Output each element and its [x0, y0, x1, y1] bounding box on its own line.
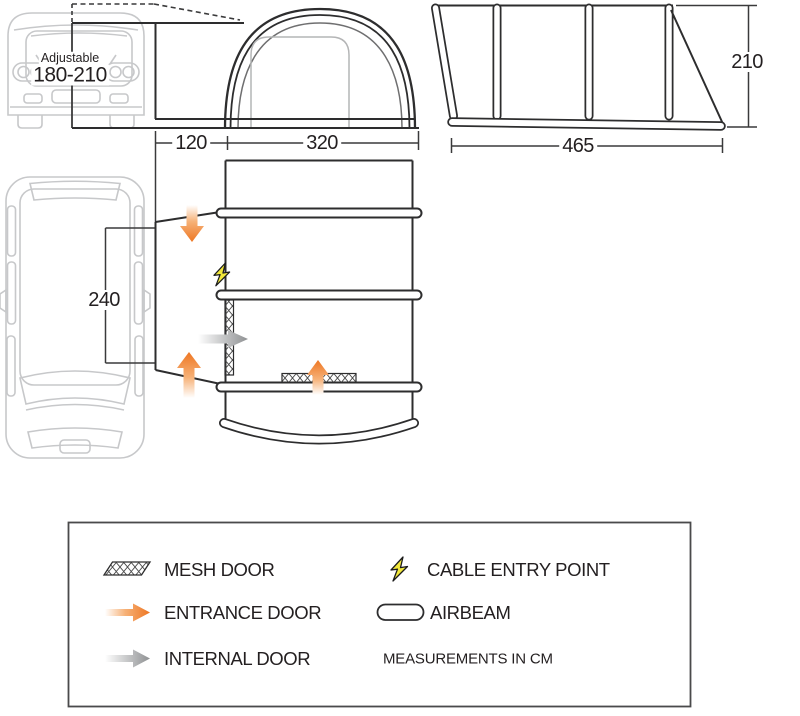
entrance-door-arrow-up — [177, 352, 201, 398]
legend-label-cable-entry-point: CABLE ENTRY POINT — [427, 558, 610, 580]
legend-label-airbeam: AIRBEAM — [430, 601, 511, 623]
dimension-side-height: 210 — [728, 52, 766, 72]
awning-front-view — [72, 7, 419, 130]
legend-label-mesh-door: MESH DOOR — [164, 558, 275, 580]
entrance-door-arrow-down — [180, 205, 204, 242]
legend-box — [67, 521, 692, 708]
van-front-view — [7, 12, 145, 129]
airbeam-icon — [376, 603, 425, 621]
dimension-connection-door: 240 — [85, 290, 123, 310]
entrance-door-arrow-front — [307, 360, 329, 395]
awning-floor-plan — [215, 159, 423, 445]
dimension-awning-width: 320 — [303, 133, 341, 153]
legend-label-entrance-door: ENTRANCE DOOR — [164, 601, 322, 623]
entrance-door-icon — [105, 603, 150, 622]
internal-door-icon — [105, 649, 150, 668]
adjustable-label: Adjustable — [38, 50, 102, 65]
internal-door-arrow — [198, 330, 248, 348]
front-door-panel-line — [250, 36, 350, 129]
legend-measurements-note: MEASUREMENTS IN CM — [383, 650, 553, 668]
van-top-view — [0, 176, 151, 459]
dimension-side-length: 465 — [559, 136, 597, 156]
awning-side-view — [431, 3, 757, 153]
plan-airbeams — [215, 207, 423, 445]
side-airbeams — [431, 3, 674, 121]
adjustable-range-value: 180-210 — [31, 63, 109, 87]
front-dome-outer-line — [223, 7, 417, 130]
legend-label-internal-door: INTERNAL DOOR — [164, 647, 311, 669]
mesh-door-icon — [102, 561, 152, 576]
cable-entry-point-icon — [213, 262, 231, 287]
dimension-tunnel-width: 120 — [172, 133, 210, 153]
